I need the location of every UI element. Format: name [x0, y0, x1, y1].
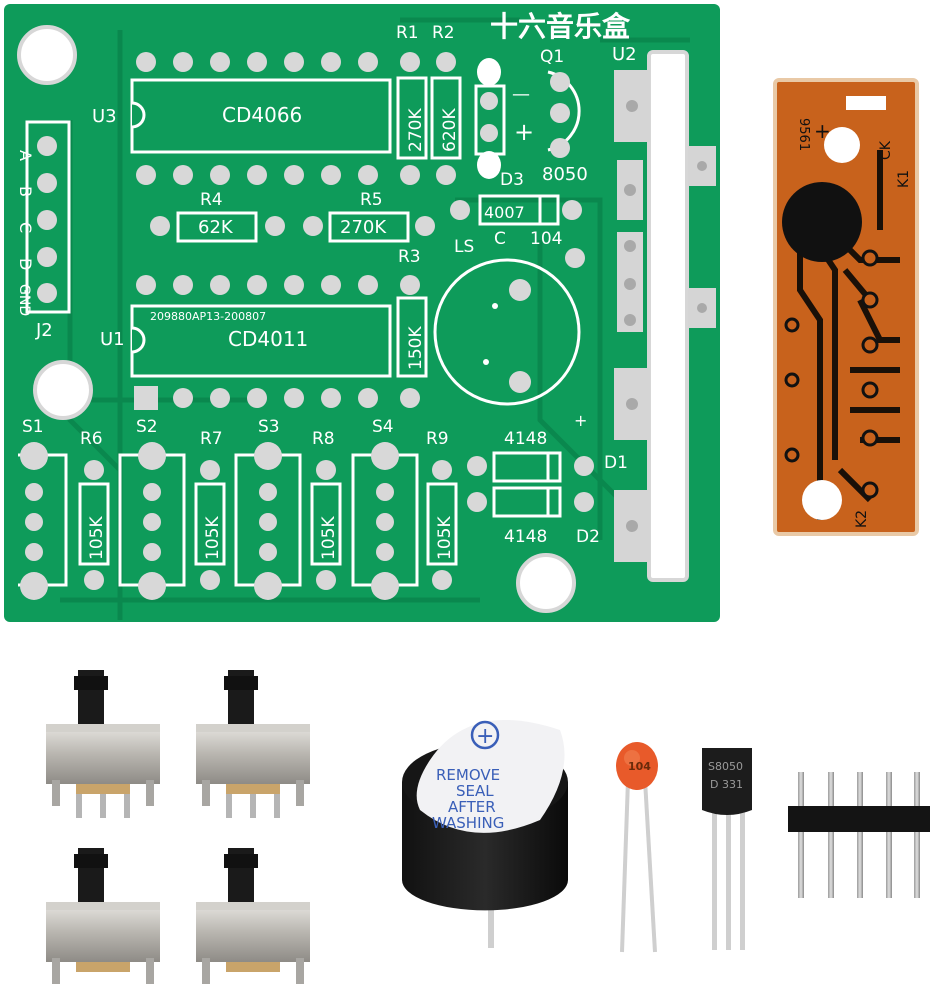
value-r9: 105K	[435, 516, 455, 560]
label-u2: U2	[612, 44, 637, 65]
label-r7: R7	[200, 429, 223, 449]
label-j2: J2	[35, 320, 53, 341]
label-j2-b: B	[16, 186, 35, 197]
label-r6: R6	[80, 429, 103, 449]
module-k2: K2	[854, 510, 870, 528]
module-plus: +	[814, 119, 831, 143]
music-chip-module: K1 CK 9561 + K2	[773, 78, 919, 536]
capacitor-label: 104	[628, 760, 651, 773]
ic-u1-pads	[134, 275, 378, 410]
buzzer-line3: AFTER	[448, 798, 496, 816]
transistor-8050: S8050 D 331	[702, 748, 752, 950]
label-cap-value: 104	[530, 229, 562, 249]
label-plus: +	[514, 118, 534, 146]
mounting-hole	[17, 25, 77, 85]
label-ls: LS	[454, 237, 474, 257]
label-j2-d: D	[16, 258, 35, 270]
label-r9: R9	[426, 429, 449, 449]
buzzer-plus-icon	[470, 720, 500, 750]
label-d3: D3	[500, 170, 524, 190]
label-r4: R4	[200, 190, 223, 210]
label-cap: C	[494, 229, 506, 249]
value-r6: 105K	[87, 516, 107, 560]
value-r3: 150K	[406, 326, 426, 370]
label-4007: 4007	[484, 203, 525, 222]
label-cd4011: CD4011	[228, 327, 308, 351]
module-k1: K1	[896, 170, 912, 188]
slide-switch	[196, 670, 310, 818]
label-j2-c: C	[16, 222, 35, 233]
value-r1: 270K	[406, 108, 426, 152]
label-d1: D1	[604, 453, 628, 473]
label-r5: R5	[360, 190, 383, 210]
pin-header	[788, 772, 930, 898]
value-r7: 105K	[203, 516, 223, 560]
label-s2: S2	[136, 417, 158, 437]
label-4148-b: 4148	[504, 527, 547, 547]
label-cd4066: CD4066	[222, 103, 302, 127]
module-code: 9561	[796, 118, 811, 151]
ic-u3-pads	[136, 52, 378, 185]
label-d2: D2	[576, 527, 600, 547]
label-s1: S1	[22, 417, 44, 437]
transistor-line2: D 331	[710, 778, 743, 791]
pcb-board: 十六音乐盒 U3 CD4066 U1 CD4011 209880AP13-200…	[4, 4, 720, 622]
label-q1: Q1	[540, 47, 564, 67]
label-r8: R8	[312, 429, 335, 449]
value-r5: 270K	[340, 217, 387, 238]
buzzer: + REMOVE SEAL AFTER WASHING	[402, 720, 568, 948]
j2-pads	[37, 136, 57, 303]
chip-blob	[782, 182, 862, 262]
pcb-title: 十六音乐盒	[490, 10, 631, 43]
label-speaker-plus: +	[574, 411, 587, 430]
buzzer-line2: SEAL	[456, 782, 494, 800]
buzzer-plus: +	[476, 724, 494, 749]
label-r2: R2	[432, 23, 455, 43]
mounting-hole	[33, 360, 93, 420]
slide-switch	[46, 848, 160, 984]
switch-pads	[20, 442, 452, 600]
label-j2-a: A	[16, 150, 35, 161]
transistor-line1: S8050	[708, 760, 743, 773]
label-4148-a: 4148	[504, 429, 547, 449]
label-r3: R3	[398, 247, 421, 267]
label-minus: —	[512, 84, 530, 105]
label-r1: R1	[396, 23, 419, 43]
buzzer-line4: WASHING	[432, 814, 504, 832]
value-r2: 620K	[440, 108, 460, 152]
label-8050: 8050	[542, 164, 588, 185]
label-s3: S3	[258, 417, 280, 437]
value-r8: 105K	[319, 516, 339, 560]
label-j2-gnd: GND	[16, 284, 32, 316]
label-u1: U1	[100, 329, 125, 350]
buzzer-line1: REMOVE	[436, 766, 500, 784]
label-u1-code: 209880AP13-200807	[150, 310, 266, 323]
label-u3: U3	[92, 106, 117, 127]
module-ck: CK	[878, 140, 894, 160]
slide-switch	[46, 670, 160, 818]
slide-switch	[196, 848, 310, 984]
mounting-hole	[516, 553, 576, 613]
value-r4: 62K	[198, 217, 234, 238]
label-s4: S4	[372, 417, 394, 437]
ceramic-capacitor: 104	[616, 742, 658, 953]
